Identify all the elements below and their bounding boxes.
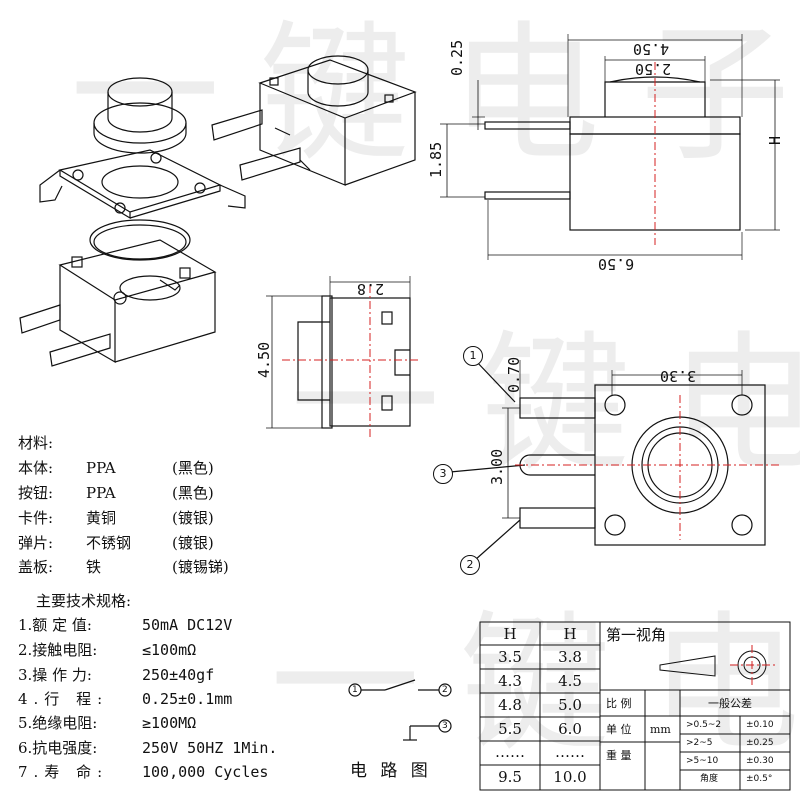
pin-marker-2: 2: [460, 555, 480, 575]
tolerance-range: >2~5: [686, 738, 713, 748]
tolerance-value: ±0.5°: [746, 774, 773, 784]
h-table-cell: 4.5: [558, 672, 582, 690]
material-note: (镀银): [172, 534, 214, 552]
pin-marker-3: 3: [433, 464, 453, 484]
dim-button-width: 2.50: [635, 60, 672, 78]
front-view: [440, 34, 780, 260]
materials-title: 材料:: [18, 434, 54, 452]
assembled-view: [211, 55, 417, 186]
tolerance-range: >0.5~2: [686, 720, 722, 730]
circuit-title: 电 路 图: [350, 761, 432, 781]
material-note: (镀锡锑): [172, 558, 229, 576]
material-name: 黄铜: [86, 509, 117, 527]
spec-label: 1.额 定 值:: [18, 616, 92, 634]
circuit-node-1: 1: [352, 685, 358, 695]
view-angle-label: 第一视角: [606, 626, 667, 644]
circuit-diagram: [348, 679, 452, 741]
h-table-header: H: [563, 625, 577, 643]
scale-label: 比 例: [606, 697, 632, 710]
dim-top-hole: 3.30: [660, 367, 697, 385]
material-name: PPA: [86, 484, 116, 502]
circuit-node-3: 3: [442, 721, 448, 731]
h-table-grid: [479, 621, 601, 791]
spec-label: 7.寿 命:: [18, 763, 109, 781]
h-table-cell: 3.8: [558, 648, 582, 666]
tolerance-range: 角度: [700, 774, 719, 784]
h-table-cell: 5.5: [498, 720, 522, 738]
spec-value: 100,000 Cycles: [142, 763, 269, 781]
dim-side-height: 4.50: [255, 341, 273, 378]
dim-top-width: 4.50: [633, 40, 670, 58]
h-table-header: H: [503, 625, 517, 643]
h-table-cell: 5.0: [558, 696, 582, 714]
h-table-cell: 4.3: [498, 672, 522, 690]
unit-value: mm: [650, 723, 671, 736]
unit-label: 单 位: [606, 723, 632, 736]
specs-title: 主要技术规格:: [36, 592, 132, 610]
dim-overall-height: H: [766, 135, 784, 145]
spec-label: 3.操 作 力:: [18, 666, 92, 684]
dim-gap: 0.25: [448, 39, 466, 76]
material-name: 不锈钢: [86, 534, 132, 552]
pin-marker-1: 1: [463, 346, 483, 366]
spec-value: ≤100mΩ: [142, 641, 197, 659]
h-table-cell: ……: [555, 743, 585, 761]
material-name: PPA: [86, 459, 116, 477]
h-table-cell: 4.8: [498, 696, 522, 714]
spec-value: 0.25±0.1mm: [142, 690, 233, 708]
dim-pitch-small: 0.70: [505, 356, 523, 393]
center-lines: [282, 62, 780, 685]
spec-value: ≥100MΩ: [142, 714, 197, 732]
material-note: (黑色): [172, 484, 214, 502]
circuit-node-2: 2: [442, 685, 448, 695]
exploded-view: [19, 77, 246, 367]
side-view: [266, 276, 411, 429]
tolerance-range: >5~10: [686, 756, 719, 766]
material-note: (镀银): [172, 509, 214, 527]
material-part: 按钮:: [18, 484, 54, 502]
spec-label: 6.抗电强度:: [18, 739, 98, 757]
spec-value: 250±40gf: [142, 666, 215, 684]
dim-pin-height: 1.85: [427, 141, 445, 178]
dim-pitch-pin: 3.00: [488, 448, 506, 485]
material-part: 卡件:: [18, 509, 54, 527]
material-name: 铁: [86, 558, 102, 576]
spec-label: 4.行 程:: [18, 690, 109, 708]
dim-side-width: 2.8: [357, 280, 385, 298]
dim-overall-length: 6.50: [598, 255, 635, 273]
material-part: 弹片:: [18, 534, 54, 552]
spec-label: 5.绝缘电阻:: [18, 714, 98, 732]
spec-label: 2.接触电阻:: [18, 641, 98, 659]
tolerance-title: 一般公差: [708, 697, 752, 710]
tolerance-value: ±0.25: [746, 738, 774, 748]
h-table-cell: ……: [495, 743, 525, 761]
h-table-cell: 10.0: [553, 768, 587, 786]
title-block-grid: [599, 621, 791, 791]
tolerance-value: ±0.10: [746, 720, 774, 730]
weight-label: 重 量: [606, 749, 632, 762]
spec-value: 250V 50HZ 1Min.: [142, 739, 278, 757]
spec-value: 50mA DC12V: [142, 616, 233, 634]
material-part: 盖板:: [18, 558, 54, 576]
material-part: 本体:: [18, 459, 54, 477]
h-table-cell: 6.0: [558, 720, 582, 738]
tolerance-value: ±0.30: [746, 756, 774, 766]
material-note: (黑色): [172, 459, 214, 477]
h-table-cell: 3.5: [498, 648, 522, 666]
h-table-cell: 9.5: [498, 768, 522, 786]
